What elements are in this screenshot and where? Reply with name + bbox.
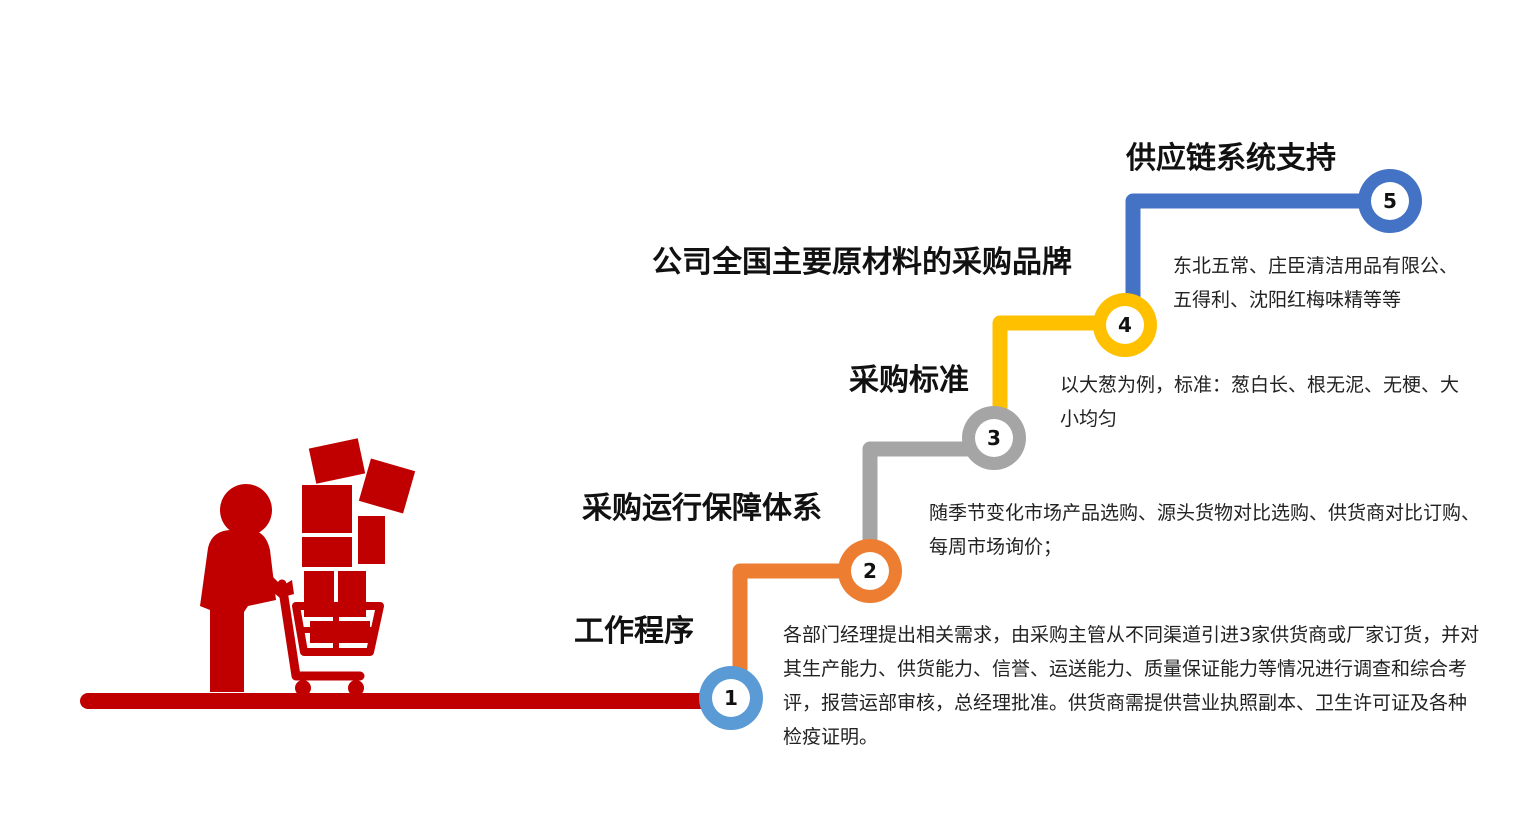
step-3-title: 采购标准 xyxy=(849,363,969,398)
step-4-node: 4 xyxy=(1093,293,1157,357)
step-4-number: 4 xyxy=(1118,313,1132,337)
step-5-title: 供应链系统支持 xyxy=(1126,141,1336,176)
step-3-description: 以大葱为例，标准：葱白长、根无泥、无梗、大小均匀 xyxy=(1060,374,1460,430)
step-5-number: 5 xyxy=(1383,189,1397,213)
connector-step-2 xyxy=(732,563,858,680)
connector-step-4 xyxy=(992,315,1108,420)
step-3-number: 3 xyxy=(987,426,1001,450)
step-2-number: 2 xyxy=(863,559,877,583)
step-2-description: 随季节变化市场产品选购、源头货物对比选购、供货商对比订购、每周市场询价； xyxy=(929,502,1481,558)
box-icon xyxy=(302,438,416,643)
step-2-node: 2 xyxy=(838,539,902,603)
step-5-node: 5 xyxy=(1358,169,1422,233)
connector-step-5 xyxy=(1125,193,1370,306)
step-4-title: 公司全国主要原材料的采购品牌 xyxy=(652,245,1072,280)
person-pushing-cart-icon xyxy=(200,484,384,696)
connector-step-3 xyxy=(862,441,980,554)
step-3-node: 3 xyxy=(962,406,1026,470)
step-1-title: 工作程序 xyxy=(574,614,694,649)
step-2-title: 采购运行保障体系 xyxy=(582,491,822,526)
step-1-description: 各部门经理提出相关需求，由采购主管从不同渠道引进3家供货商或厂家订货，并对其生产… xyxy=(783,624,1480,748)
step-1-node: 1 xyxy=(699,666,763,730)
step-1-number: 1 xyxy=(724,686,738,710)
step-4-description: 东北五常、庄臣清洁用品有限公、五得利、沈阳红梅味精等等 xyxy=(1173,255,1459,311)
